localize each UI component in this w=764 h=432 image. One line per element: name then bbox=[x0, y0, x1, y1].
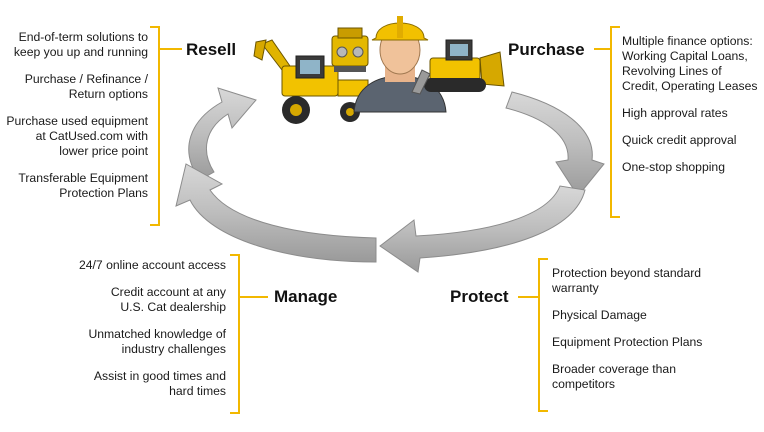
arrow-resell-to-purchase bbox=[188, 87, 257, 181]
manage-item: Assist in good times and hard times bbox=[93, 369, 226, 398]
resell-list: End-of-term solutions to keep you up and… bbox=[6, 30, 148, 213]
manage-connector bbox=[240, 296, 268, 298]
manage-item: Credit account at any U.S. Cat dealershi… bbox=[110, 285, 226, 314]
resell-item: Purchase used equipment at CatUsed.com w… bbox=[6, 114, 148, 158]
protect-item: Equipment Protection Plans bbox=[552, 335, 703, 349]
purchase-list: Multiple finance options: Working Capita… bbox=[622, 34, 760, 187]
arrow-purchase-to-protect bbox=[505, 91, 605, 197]
protect-item: Protection beyond standard warranty bbox=[552, 266, 702, 295]
resell-title: Resell bbox=[186, 40, 237, 59]
purchase-item: High approval rates bbox=[622, 106, 728, 120]
resell-item: Purchase / Refinance / Return options bbox=[24, 72, 148, 101]
resell-item: Transferable Equipment Protection Plans bbox=[18, 171, 148, 200]
protect-item: Broader coverage than competitors bbox=[552, 362, 676, 391]
purchase-item: Multiple finance options: Working Capita… bbox=[622, 34, 758, 93]
purchase-item: Quick credit approval bbox=[622, 133, 737, 147]
purchase-bracket bbox=[610, 26, 620, 218]
resell-item: End-of-term solutions to keep you up and… bbox=[13, 30, 148, 59]
protect-bracket bbox=[538, 258, 548, 412]
purchase-item: One-stop shopping bbox=[622, 160, 725, 174]
resell-connector bbox=[160, 48, 182, 50]
protect-connector bbox=[518, 296, 540, 298]
engine-icon bbox=[331, 27, 369, 72]
protect-item: Physical Damage bbox=[552, 308, 647, 322]
protect-title: Protect bbox=[450, 287, 509, 306]
protect-list: Protection beyond standard warranty Phys… bbox=[552, 266, 712, 404]
resell-bracket bbox=[150, 26, 160, 226]
manage-item: Unmatched knowledge of industry challeng… bbox=[88, 327, 226, 356]
manage-bracket bbox=[230, 254, 240, 414]
manage-title: Manage bbox=[274, 287, 338, 306]
arrow-protect-to-manage bbox=[379, 185, 586, 273]
arrow-manage-to-resell bbox=[175, 163, 377, 263]
manage-item: 24/7 online account access bbox=[78, 258, 226, 272]
bulldozer-icon bbox=[411, 39, 505, 95]
purchase-connector bbox=[594, 48, 612, 50]
purchase-title: Purchase bbox=[508, 40, 585, 59]
manage-list: 24/7 online account access Credit accoun… bbox=[48, 258, 226, 411]
